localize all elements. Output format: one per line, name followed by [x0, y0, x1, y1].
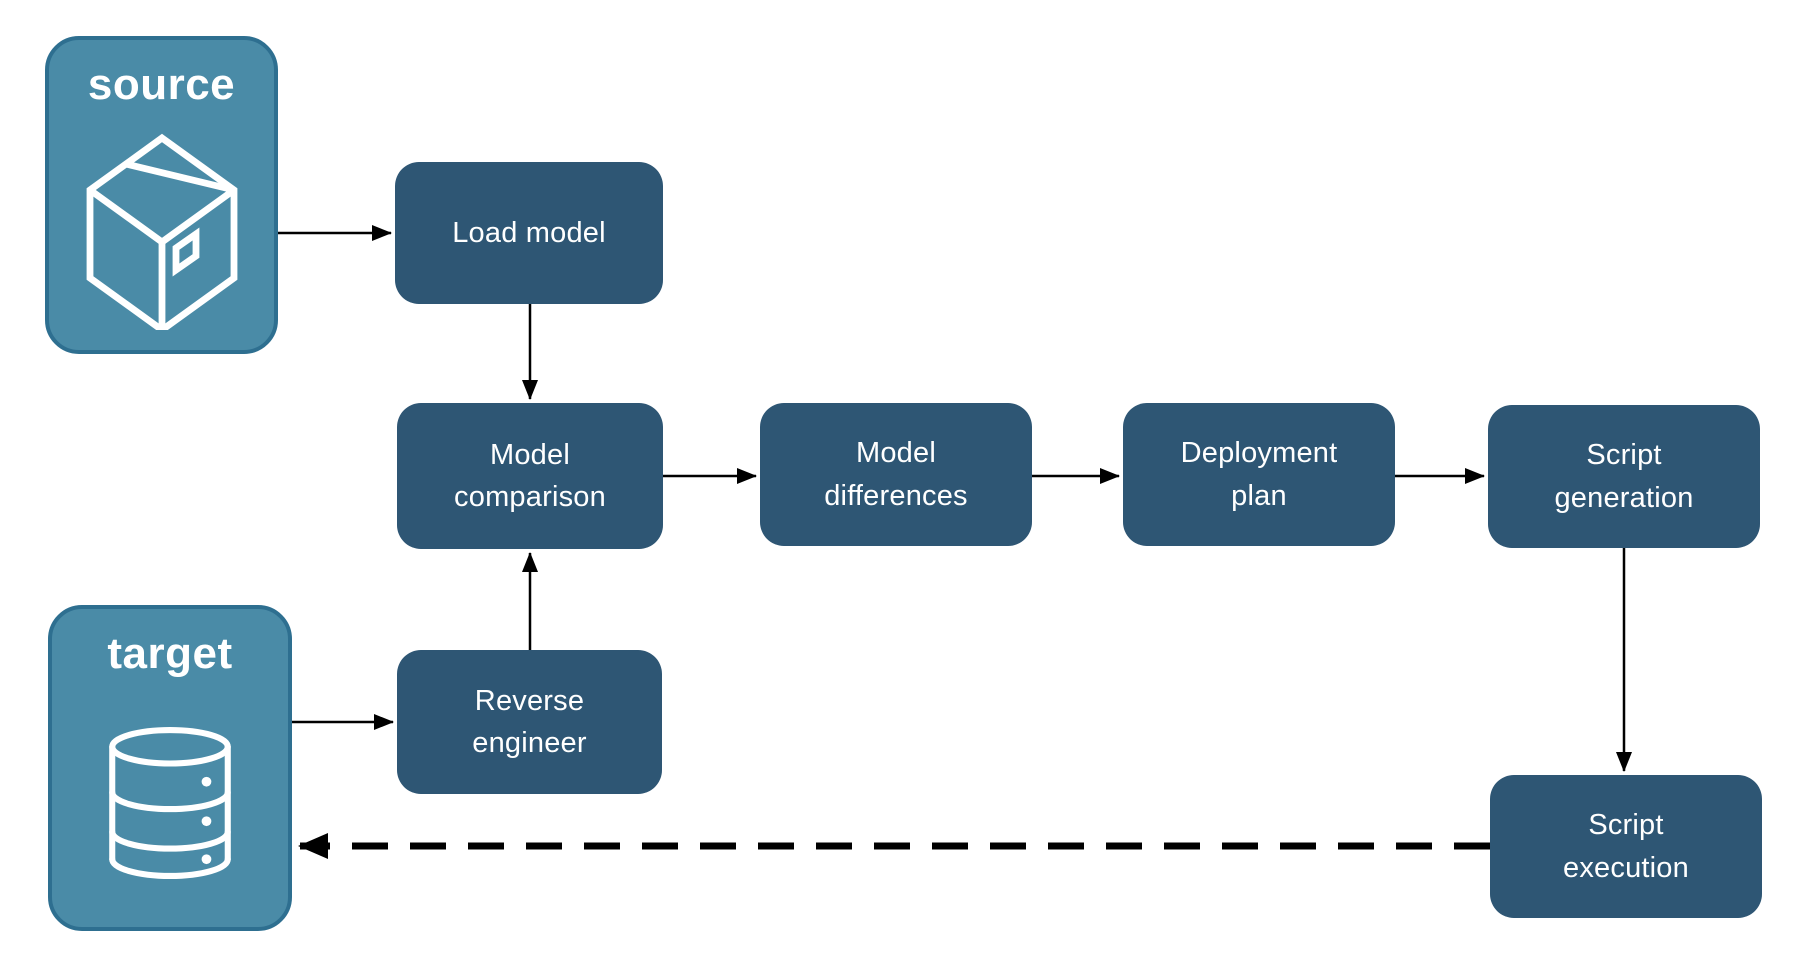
database-icon — [52, 679, 288, 927]
package-icon — [49, 110, 274, 350]
node-script-execution: Script execution — [1490, 775, 1762, 918]
node-model-comparison: Model comparison — [397, 403, 663, 549]
node-deployment-plan: Deployment plan — [1123, 403, 1395, 546]
node-label: Load model — [452, 216, 606, 249]
node-script-generation: Script generation — [1488, 405, 1760, 548]
node-load-model: Load model — [395, 162, 663, 304]
node-label: Deployment plan — [1180, 437, 1338, 512]
target-label: target — [107, 629, 233, 678]
node-label: Model differences — [824, 437, 968, 512]
node-label: Model comparison — [454, 438, 606, 513]
node-label: Reverse engineer — [472, 684, 587, 759]
node-label: Script generation — [1554, 439, 1694, 514]
node-label: Script execution — [1563, 809, 1689, 884]
node-reverse-engineer: Reverse engineer — [397, 650, 662, 794]
endpoint-source: source — [45, 36, 278, 354]
node-model-differences: Model differences — [760, 403, 1032, 546]
source-label: source — [87, 60, 236, 109]
endpoint-target: target — [48, 605, 292, 931]
